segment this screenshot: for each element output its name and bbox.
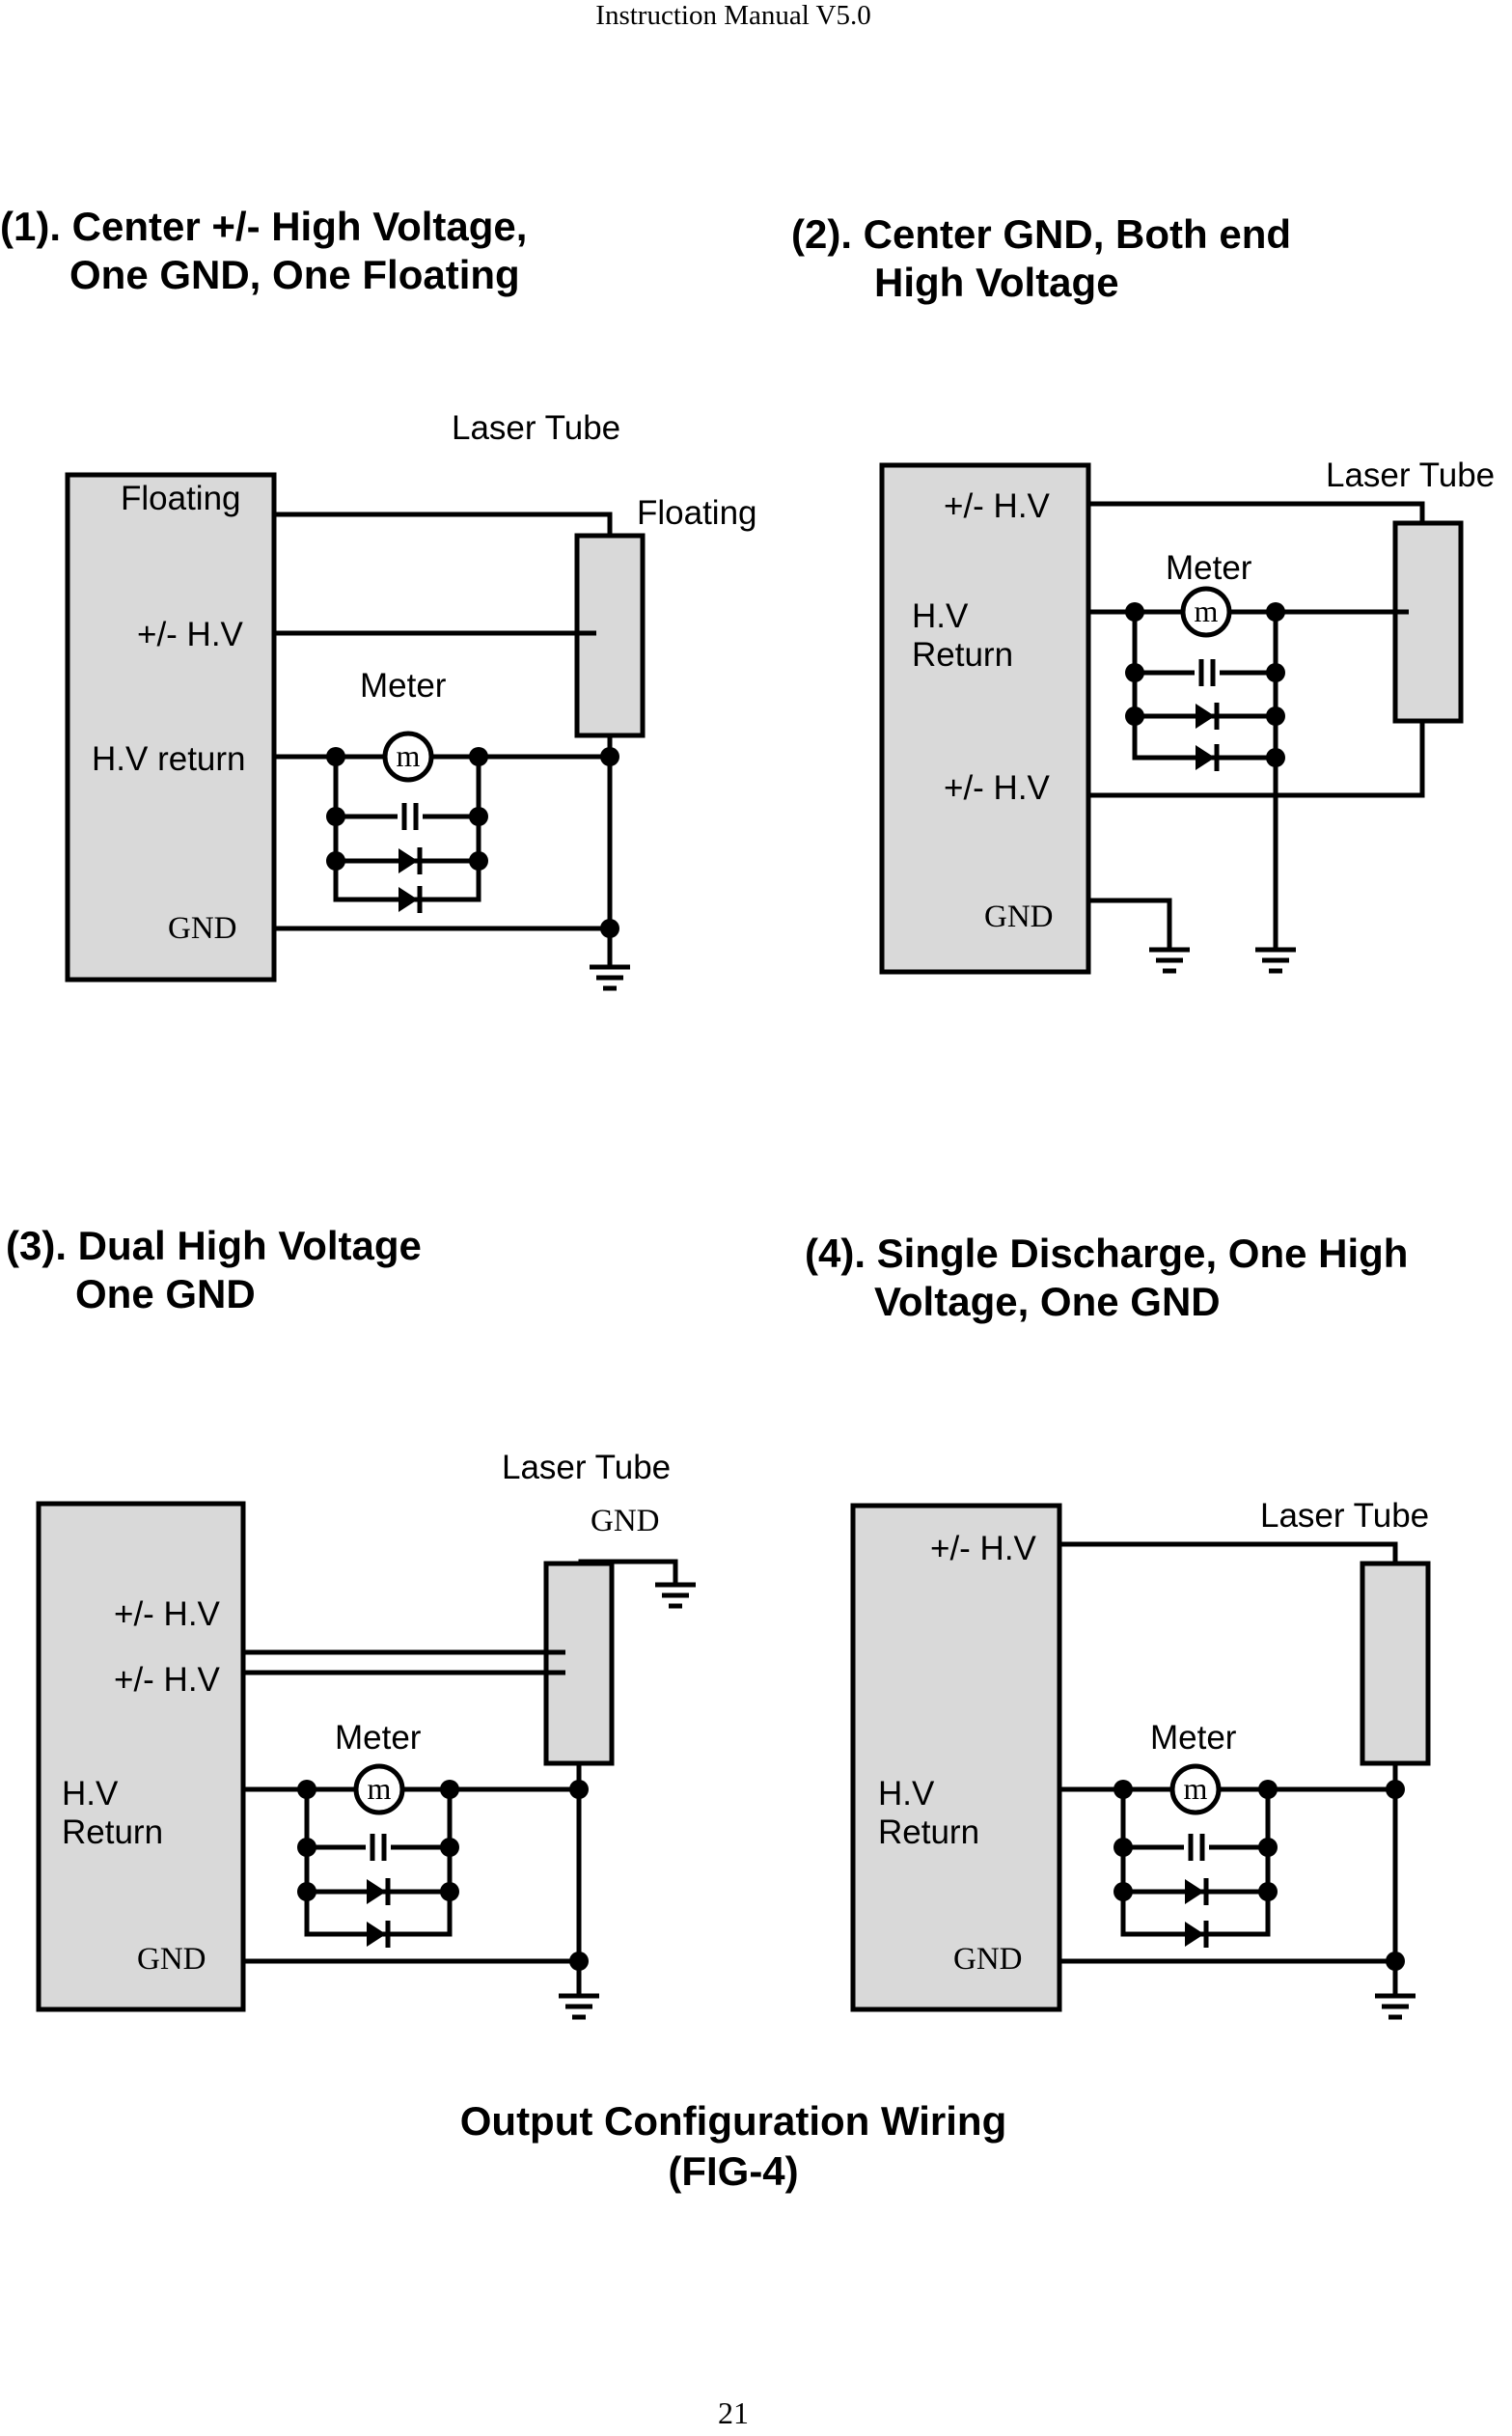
panel-4-hv-wire: [1059, 1541, 1398, 1564]
panel-3-caption-line1: (3). Dual High Voltage: [6, 1223, 422, 1268]
panel-4-meter-symbol: m: [1184, 1771, 1208, 1806]
panel-3-caption: (3). Dual High Voltage One GND: [6, 1222, 422, 1318]
panel-4-diode-icon: [1185, 1878, 1206, 1905]
panel-3-ground-icon: [559, 1996, 599, 2017]
panel-2-center-ground-icon: [1255, 950, 1296, 971]
panel-3-meter-icon: [353, 1763, 405, 1815]
panel-1-caption: (1). Center +/- High Voltage, One GND, O…: [0, 203, 527, 299]
panel-1-meter-symbol: m: [397, 738, 421, 773]
panel-4-capacitor-icon: [1184, 1834, 1209, 1861]
panel-1-meter-label: Meter: [360, 667, 447, 705]
panel-3-hv-return-label-1: H.V: [62, 1775, 119, 1813]
panel-2-caption-line1: (2). Center GND, Both end: [791, 211, 1292, 257]
panel-4-hv-return-label-1: H.V: [878, 1775, 935, 1813]
panel-3-laser-tube: [543, 1561, 615, 1766]
panel-3-meter-symbol: m: [368, 1771, 392, 1806]
panel-4-diagram: Laser Tube +/- H.V Meter H.V Return GND …: [850, 1497, 1431, 2017]
panel-4-meter-label: Meter: [1150, 1719, 1237, 1757]
panel-3-meter-label: Meter: [335, 1719, 422, 1757]
panel-2-bottom-hv-wire: [1088, 721, 1425, 798]
panel-1-hv-label: +/- H.V: [137, 616, 244, 653]
figure-caption: Output Configuration Wiring (FIG-4): [0, 2096, 1467, 2197]
panel-2-laser-tube-label: Laser Tube: [1326, 457, 1495, 494]
panel-4-diode-icon: [1185, 1921, 1206, 1948]
panel-1-diode-icon: [399, 886, 420, 913]
page-number: 21: [718, 2395, 749, 2430]
panel-3-diode-icon: [367, 1878, 388, 1905]
panel-1-diagram: Laser Tube Floating Floating +/- H.V Met…: [65, 409, 757, 988]
panel-2-meter-symbol: m: [1195, 594, 1219, 628]
panel-4-gnd-label: GND: [953, 1942, 1023, 1977]
panel-1-gnd-label: GND: [168, 911, 237, 946]
panel-2-top-hv-wire: [1088, 501, 1425, 523]
panel-1-floating-wire: [274, 512, 613, 536]
panel-1-power-supply-box: [65, 472, 277, 983]
panel-4-hv-return-label-2: Return: [878, 1813, 979, 1851]
panel-2-hv-return-label-2: Return: [912, 636, 1013, 674]
figure-caption-line2: (FIG-4): [668, 2148, 799, 2194]
panel-1-ground-icon: [590, 967, 630, 988]
panel-3-hv-return-label-2: Return: [62, 1813, 163, 1851]
panel-4-power-supply-box: [850, 1503, 1062, 2012]
panel-3-gnd-label: GND: [137, 1942, 206, 1977]
panel-2-diode-icon: [1196, 703, 1217, 730]
panel-4-ground-icon: [1375, 1996, 1416, 2017]
panel-3-power-supply-box: [36, 1501, 246, 2012]
panel-2-hv-top-label: +/- H.V: [944, 487, 1051, 525]
panel-3-hv-label-1: +/- H.V: [114, 1595, 221, 1633]
panel-4-meter-icon: [1169, 1763, 1222, 1815]
panel-1-capacitor-icon: [398, 803, 423, 830]
panel-1-floating-box-label: Floating: [121, 480, 241, 517]
panel-3-caption-line2: One GND: [75, 1271, 256, 1316]
panel-2-hv-bottom-label: +/- H.V: [944, 769, 1051, 807]
panel-3-tube-gnd-wire: [578, 1559, 678, 1583]
panel-2-capacitor-icon: [1195, 659, 1220, 686]
panel-2-meter-network: [1132, 612, 1276, 761]
panel-4-caption-line2: Voltage, One GND: [874, 1279, 1221, 1324]
panel-2-diode-icon: [1196, 744, 1217, 771]
panel-2-hv-return-label-1: H.V: [912, 597, 969, 635]
panel-1-hv-return-label: H.V return: [92, 740, 246, 778]
panel-2-power-supply-box: [879, 462, 1091, 975]
panel-3-hv-label-2: +/- H.V: [114, 1661, 221, 1699]
panel-3-tube-ground-icon: [655, 1585, 696, 1606]
panel-1-diode-icon: [399, 847, 420, 874]
panel-2-meter-label: Meter: [1166, 549, 1252, 587]
panel-4-hv-label: +/- H.V: [930, 1530, 1037, 1567]
panel-2-meter-icon: [1180, 586, 1232, 638]
panel-2-ground-icon: [1149, 950, 1190, 971]
panel-3-diagram: Laser Tube GND +/- H.V +/- H.V Meter H.V…: [36, 1449, 696, 2017]
panel-3-diode-icon: [367, 1921, 388, 1948]
panel-4-laser-tube: [1360, 1561, 1431, 1766]
panel-4-caption-line1: (4). Single Discharge, One High: [805, 1231, 1409, 1276]
panel-4-laser-tube-label: Laser Tube: [1260, 1497, 1429, 1535]
panel-1-meter-icon: [382, 731, 434, 783]
panel-2-diagram: Laser Tube +/- H.V Meter H.V Return +/- …: [879, 457, 1495, 975]
panel-1-caption-line1: (1). Center +/- High Voltage,: [0, 204, 528, 249]
panel-2-laser-tube: [1392, 520, 1464, 724]
panel-1-floating-tube-label: Floating: [637, 494, 757, 532]
panel-2-caption-line2: High Voltage: [874, 260, 1119, 305]
panel-4-caption: (4). Single Discharge, One High Voltage,…: [805, 1230, 1408, 1326]
panel-2-gnd-wire: [1088, 898, 1172, 948]
panel-1-laser-tube-label: Laser Tube: [452, 409, 620, 447]
figure-caption-line1: Output Configuration Wiring: [459, 2098, 1007, 2144]
panel-1-caption-line2: One GND, One Floating: [69, 252, 520, 297]
panel-2-gnd-label: GND: [984, 900, 1054, 934]
page-header: Instruction Manual V5.0: [595, 0, 871, 31]
panel-2-caption: (2). Center GND, Both end High Voltage: [791, 210, 1291, 307]
panel-3-capacitor-icon: [366, 1834, 391, 1861]
panel-3-laser-tube-label: Laser Tube: [502, 1449, 671, 1486]
panel-3-tube-gnd-label: GND: [591, 1504, 660, 1538]
